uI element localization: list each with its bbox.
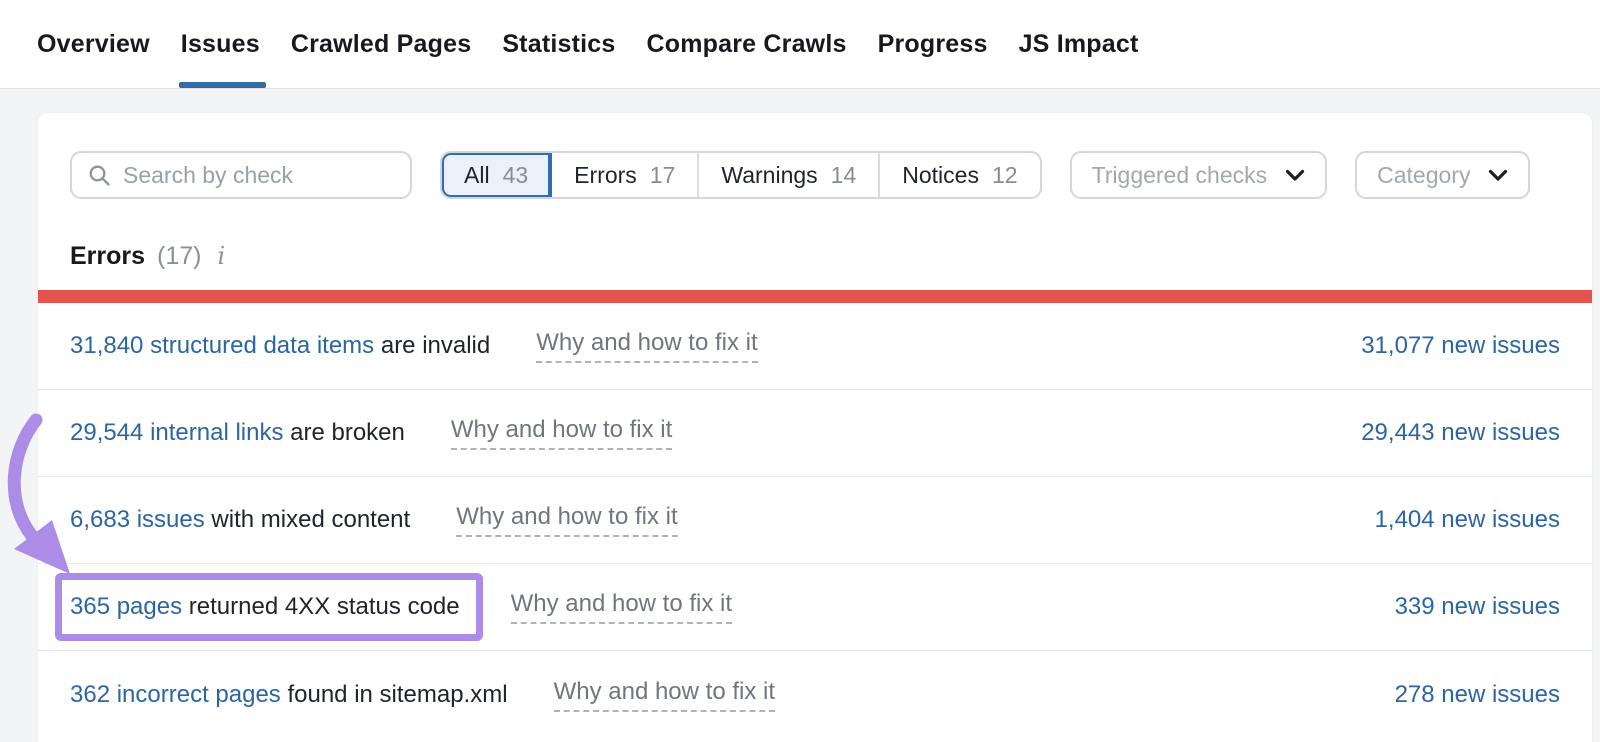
filter-errors[interactable]: Errors 17 — [552, 153, 700, 197]
filter-notices-label: Notices — [902, 161, 979, 188]
issue-count-link[interactable]: 362 incorrect pages — [70, 680, 281, 708]
why-how-to-fix-link[interactable]: Why and how to fix it — [510, 590, 733, 624]
issue-count-link[interactable]: 31,840 structured data items — [70, 332, 375, 359]
table-row: 362 incorrect pages found in sitemap.xml… — [38, 651, 1592, 738]
filter-notices[interactable]: Notices 12 — [880, 153, 1039, 197]
tab-crawled-pages[interactable]: Crawled Pages — [290, 29, 472, 58]
issue-rest-text: with mixed content — [204, 506, 411, 533]
issue-rest-text: are broken — [283, 419, 405, 446]
search-icon — [88, 164, 111, 187]
issue-rest-text: returned 4XX status code — [182, 593, 460, 620]
why-how-to-fix-link[interactable]: Why and how to fix it — [456, 503, 678, 537]
filter-all-count: 43 — [502, 161, 529, 188]
errors-section-count: (17) — [157, 241, 202, 270]
errors-section-header: Errors (17) i — [70, 240, 1560, 272]
filter-errors-label: Errors — [574, 161, 637, 188]
new-issues-link[interactable]: 1,404 new issues — [1374, 506, 1560, 533]
tab-compare-crawls[interactable]: Compare Crawls — [646, 29, 847, 58]
issue-rest-text: are invalid — [374, 332, 491, 359]
tab-issues[interactable]: Issues — [178, 0, 266, 88]
triggered-checks-label: Triggered checks — [1091, 161, 1268, 188]
issues-panel: All 43 Errors 17 Warnings 14 Notices 12 … — [38, 113, 1592, 742]
chevron-down-icon — [1285, 169, 1305, 182]
severity-filter-group: All 43 Errors 17 Warnings 14 Notices 12 — [440, 151, 1042, 199]
issue-count-link[interactable]: 6,683 issues — [70, 506, 205, 533]
new-issues-link[interactable]: 278 new issues — [1394, 680, 1560, 708]
why-how-to-fix-link[interactable]: Why and how to fix it — [536, 329, 758, 363]
site-audit-tab-bar: Overview Issues Crawled Pages Statistics… — [0, 0, 1600, 89]
why-how-to-fix-link[interactable]: Why and how to fix it — [553, 678, 776, 712]
tab-overview[interactable]: Overview — [37, 29, 150, 58]
new-issues-link[interactable]: 31,077 new issues — [1361, 332, 1560, 359]
errors-severity-bar — [38, 290, 1592, 303]
errors-list: 31,840 structured data items are invalid… — [38, 303, 1592, 738]
table-row-highlighted: 365 pages returned 4XX status code Why a… — [38, 564, 1592, 651]
filter-warnings-label: Warnings — [721, 161, 818, 188]
issue-description: 29,544 internal links are broken — [70, 419, 405, 447]
filter-all-label: All — [464, 161, 490, 188]
chevron-down-icon — [1488, 169, 1508, 182]
info-icon[interactable]: i — [217, 242, 226, 270]
tab-js-impact[interactable]: JS Impact — [1018, 29, 1139, 58]
new-issues-link[interactable]: 339 new issues — [1394, 593, 1560, 620]
filter-errors-count: 17 — [649, 161, 676, 188]
search-by-check-box[interactable] — [70, 151, 412, 199]
table-row: 31,840 structured data items are invalid… — [38, 303, 1592, 390]
issue-rest-text: found in sitemap.xml — [280, 680, 508, 708]
new-issues-link[interactable]: 29,443 new issues — [1361, 419, 1560, 446]
errors-section-title: Errors — [70, 241, 146, 270]
why-how-to-fix-link[interactable]: Why and how to fix it — [450, 416, 673, 450]
filter-all[interactable]: All 43 — [442, 153, 553, 197]
tab-progress[interactable]: Progress — [877, 29, 988, 58]
annotation-highlight-box: 365 pages returned 4XX status code — [55, 573, 483, 641]
table-row: 29,544 internal links are broken Why and… — [38, 390, 1592, 477]
issue-count-link[interactable]: 365 pages — [70, 593, 183, 620]
filter-warnings-count: 14 — [830, 161, 857, 188]
tab-statistics[interactable]: Statistics — [502, 29, 616, 58]
issue-description: 6,683 issues with mixed content — [70, 506, 410, 534]
triggered-checks-dropdown[interactable]: Triggered checks — [1069, 151, 1328, 199]
category-dropdown[interactable]: Category — [1355, 151, 1531, 199]
filter-warnings[interactable]: Warnings 14 — [699, 153, 881, 197]
filter-notices-count: 12 — [991, 161, 1018, 188]
filters-bar: All 43 Errors 17 Warnings 14 Notices 12 … — [38, 113, 1592, 199]
category-label: Category — [1377, 161, 1471, 188]
issue-description: 31,840 structured data items are invalid — [70, 332, 490, 360]
issue-count-link[interactable]: 29,544 internal links — [70, 419, 284, 446]
search-input[interactable] — [123, 161, 394, 189]
table-row: 6,683 issues with mixed content Why and … — [38, 477, 1592, 564]
issue-description: 365 pages returned 4XX status code — [70, 593, 460, 620]
issue-description: 362 incorrect pages found in sitemap.xml — [70, 681, 508, 709]
